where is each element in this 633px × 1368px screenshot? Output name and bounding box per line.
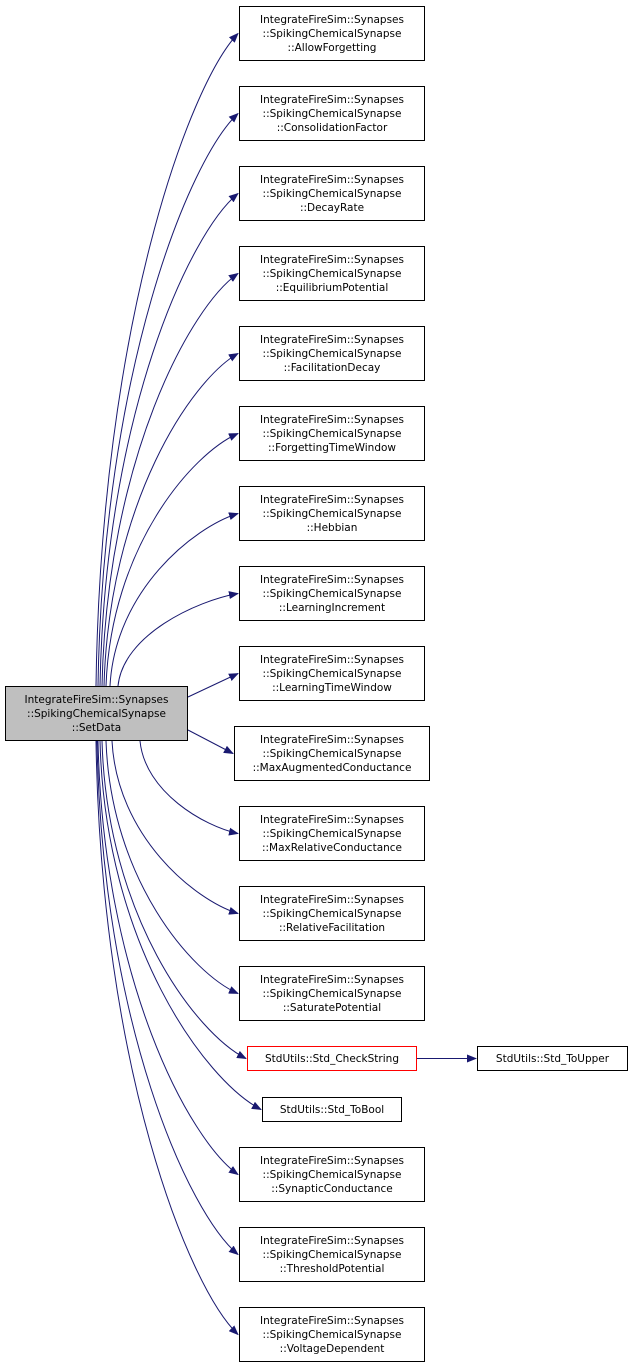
- callee-node-saturate-potential[interactable]: IntegrateFireSim::Synapses::SpikingChemi…: [239, 966, 425, 1021]
- callee-node-allow-forgetting[interactable]: IntegrateFireSim::Synapses::SpikingChemi…: [239, 6, 425, 61]
- node-label-line: ::RelativeFacilitation: [278, 921, 386, 934]
- callee-node-learning-increment[interactable]: IntegrateFireSim::Synapses::SpikingChemi…: [239, 566, 425, 621]
- node-label-line: IntegrateFireSim::Synapses: [260, 893, 404, 906]
- node-label-line: IntegrateFireSim::Synapses: [260, 1154, 404, 1167]
- call-edge: [109, 512, 239, 687]
- node-label-line: IntegrateFireSim::Synapses: [260, 1314, 404, 1327]
- node-label-line: IntegrateFireSim::Synapses: [24, 693, 169, 706]
- node-label-line: ::VoltageDependent: [279, 1342, 385, 1355]
- node-label-line: ::ThresholdPotential: [279, 1262, 385, 1275]
- call-edge: [187, 729, 234, 754]
- node-label-line: IntegrateFireSim::Synapses: [260, 733, 404, 746]
- node-label-line: ::AllowForgetting: [287, 41, 377, 54]
- node-label-line: ::SpikingChemicalSynapse: [262, 427, 402, 440]
- node-label-line: ::SpikingChemicalSynapse: [262, 1168, 402, 1181]
- node-label-line: StdUtils::Std_ToUpper: [495, 1052, 610, 1065]
- node-label-line: ::SynapticConductance: [271, 1182, 393, 1195]
- node-label-line: IntegrateFireSim::Synapses: [260, 573, 404, 586]
- node-label-line: ::SpikingChemicalSynapse: [262, 107, 402, 120]
- node-label-line: IntegrateFireSim::Synapses: [260, 413, 404, 426]
- callee-node-consolidation-factor[interactable]: IntegrateFireSim::Synapses::SpikingChemi…: [239, 86, 425, 141]
- callee-node-max-augmented-conductance[interactable]: IntegrateFireSim::Synapses::SpikingChemi…: [234, 726, 430, 781]
- node-label-line: ::SetData: [71, 721, 122, 734]
- node-label-line: ::MaxRelativeConductance: [261, 841, 403, 854]
- callee-node-forgetting-time-window[interactable]: IntegrateFireSim::Synapses::SpikingChemi…: [239, 406, 425, 461]
- node-label-line: ::SpikingChemicalSynapse: [262, 27, 402, 40]
- node-label-line: ::SpikingChemicalSynapse: [262, 987, 402, 1000]
- node-label-line: IntegrateFireSim::Synapses: [260, 173, 404, 186]
- callee-node-std-to-bool[interactable]: StdUtils::Std_ToBool: [262, 1097, 402, 1122]
- node-label-line: StdUtils::Std_ToBool: [279, 1103, 385, 1116]
- node-label-line: ::SpikingChemicalSynapse: [262, 1248, 402, 1261]
- callee-node-hebbian[interactable]: IntegrateFireSim::Synapses::SpikingChemi…: [239, 486, 425, 541]
- callee-node-equilibrium-potential[interactable]: IntegrateFireSim::Synapses::SpikingChemi…: [239, 246, 425, 301]
- root-node-set-data[interactable]: IntegrateFireSim::Synapses::SpikingChemi…: [5, 686, 188, 741]
- call-edge: [97, 112, 239, 687]
- node-label-line: ::SpikingChemicalSynapse: [27, 707, 166, 720]
- node-label-line: ::SpikingChemicalSynapse: [262, 907, 402, 920]
- call-edge: [99, 740, 262, 1110]
- call-edge: [111, 740, 239, 915]
- node-label-line: ::LearningTimeWindow: [272, 681, 392, 694]
- node-label-line: IntegrateFireSim::Synapses: [260, 253, 404, 266]
- node-label-line: ::SpikingChemicalSynapse: [262, 587, 402, 600]
- call-edge: [95, 32, 239, 687]
- callee-node-decay-rate[interactable]: IntegrateFireSim::Synapses::SpikingChemi…: [239, 166, 425, 221]
- node-label-line: IntegrateFireSim::Synapses: [260, 493, 404, 506]
- call-edge: [95, 740, 239, 1336]
- callee-node-facilitation-decay[interactable]: IntegrateFireSim::Synapses::SpikingChemi…: [239, 326, 425, 381]
- callee-node-synaptic-conductance[interactable]: IntegrateFireSim::Synapses::SpikingChemi…: [239, 1147, 425, 1202]
- node-label-line: ::EquilibriumPotential: [275, 281, 389, 294]
- node-label-line: ::ConsolidationFactor: [276, 121, 388, 134]
- node-label-line: ::SpikingChemicalSynapse: [262, 1328, 402, 1341]
- node-label-line: StdUtils::Std_CheckString: [265, 1052, 399, 1065]
- callee-node-max-relative-conductance[interactable]: IntegrateFireSim::Synapses::SpikingChemi…: [239, 806, 425, 861]
- node-label-line: ::SpikingChemicalSynapse: [262, 187, 402, 200]
- node-label-line: IntegrateFireSim::Synapses: [260, 973, 404, 986]
- node-label-line: IntegrateFireSim::Synapses: [260, 93, 404, 106]
- node-label-line: ::ForgettingTimeWindow: [268, 441, 396, 454]
- node-label-line: ::SpikingChemicalSynapse: [262, 267, 402, 280]
- node-label-line: ::DecayRate: [299, 201, 365, 214]
- callee-node-learning-time-window[interactable]: IntegrateFireSim::Synapses::SpikingChemi…: [239, 646, 425, 701]
- call-edge: [117, 591, 239, 687]
- node-label-line: ::SpikingChemicalSynapse: [262, 827, 402, 840]
- callee-node-std-to-upper[interactable]: StdUtils::Std_ToUpper: [477, 1046, 628, 1071]
- node-label-line: IntegrateFireSim::Synapses: [260, 653, 404, 666]
- call-edge: [97, 740, 239, 1176]
- callee-node-std-check-string[interactable]: StdUtils::Std_CheckString: [247, 1046, 417, 1071]
- node-label-line: ::Hebbian: [306, 521, 358, 534]
- node-label-line: IntegrateFireSim::Synapses: [260, 1234, 404, 1247]
- call-edge: [105, 740, 239, 994]
- node-label-line: ::SpikingChemicalSynapse: [262, 667, 402, 680]
- call-edge: [101, 740, 247, 1059]
- call-edge: [101, 272, 239, 687]
- callee-node-threshold-potential[interactable]: IntegrateFireSim::Synapses::SpikingChemi…: [239, 1227, 425, 1282]
- callee-node-voltage-dependent[interactable]: IntegrateFireSim::Synapses::SpikingChemi…: [239, 1307, 425, 1362]
- callee-node-relative-facilitation[interactable]: IntegrateFireSim::Synapses::SpikingChemi…: [239, 886, 425, 941]
- call-edge: [105, 433, 239, 687]
- call-edge: [139, 740, 239, 836]
- node-label-line: ::SaturatePotential: [282, 1001, 382, 1014]
- call-edge: [99, 192, 239, 687]
- call-edge: [96, 740, 239, 1256]
- node-label-line: ::MaxAugmentedConductance: [252, 761, 412, 774]
- node-label-line: ::SpikingChemicalSynapse: [262, 347, 402, 360]
- node-label-line: IntegrateFireSim::Synapses: [260, 13, 404, 26]
- node-label-line: ::FacilitationDecay: [283, 361, 381, 374]
- node-label-line: IntegrateFireSim::Synapses: [260, 333, 404, 346]
- node-label-line: IntegrateFireSim::Synapses: [260, 813, 404, 826]
- node-label-line: ::SpikingChemicalSynapse: [262, 507, 402, 520]
- node-label-line: ::LearningIncrement: [278, 601, 386, 614]
- call-edge: [103, 353, 239, 687]
- node-label-line: ::SpikingChemicalSynapse: [262, 747, 402, 760]
- call-edge: [187, 673, 239, 698]
